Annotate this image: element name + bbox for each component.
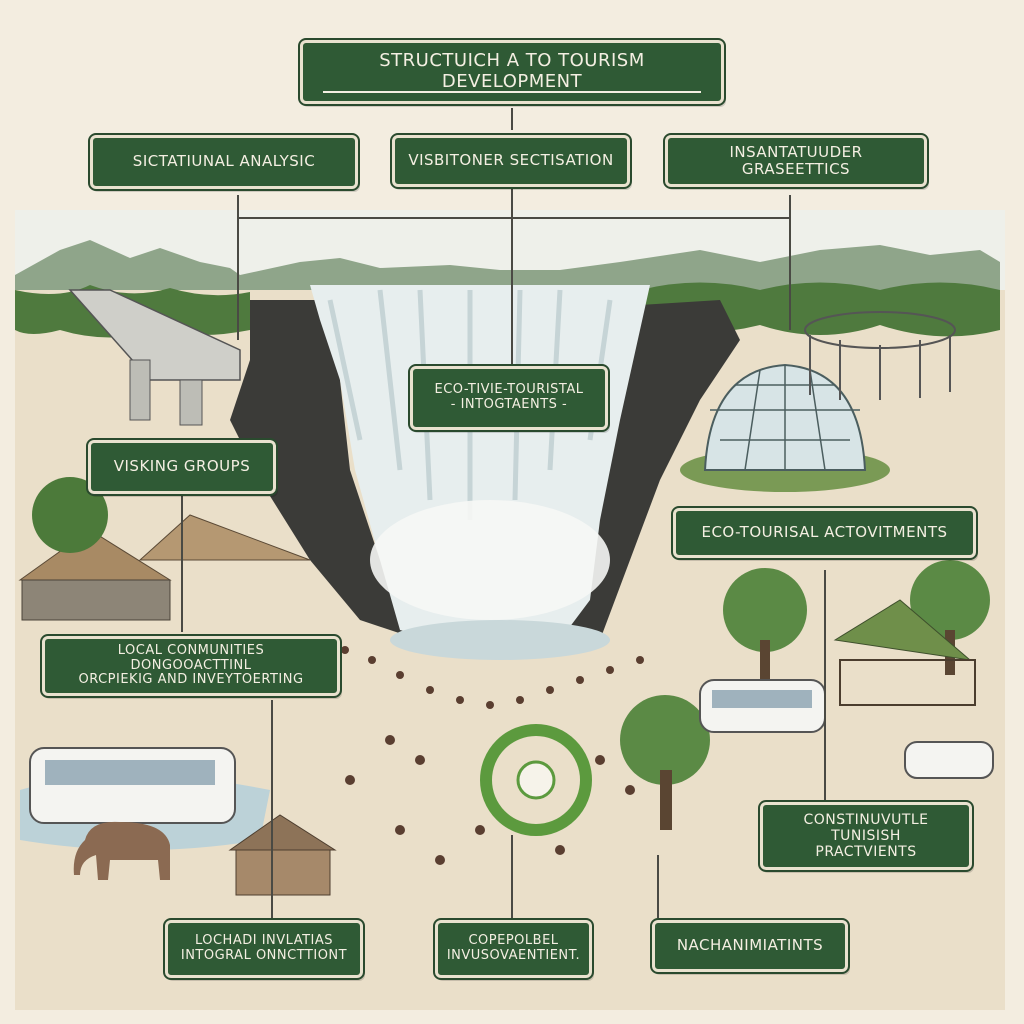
bus-left xyxy=(29,747,236,824)
plunge-pool xyxy=(390,620,610,660)
label-management: NACHANIMIATINTS xyxy=(650,918,850,974)
label-visiting-groups: VISKING GROUPS xyxy=(86,438,278,496)
mist xyxy=(370,500,610,620)
title-underline xyxy=(323,91,701,93)
car xyxy=(904,741,994,779)
shelter-roof xyxy=(833,599,972,661)
tree-canopy xyxy=(620,695,710,785)
bridge-pillar xyxy=(179,379,203,426)
tree-trunk xyxy=(760,640,770,680)
tree-canopy xyxy=(910,560,990,640)
label-infrastructure: INSANTATUUDER GRASEETTICS xyxy=(663,133,929,189)
distant-hills xyxy=(15,240,1000,300)
label-local-communities: LOCAL CONMUNITIES DONGOOACTTINL ORCPIEKI… xyxy=(40,634,342,698)
tree-canopy xyxy=(32,477,108,553)
diagram-title-text: STRUCTUICH A TO TOURISM DEVELOPMENT xyxy=(379,50,645,92)
label-situational-analysis: SICTATIUNAL ANALYSIC xyxy=(88,133,360,191)
label-eco-activities: ECO-TOURISAL ACTOVITMENTS xyxy=(671,506,978,560)
crowd xyxy=(316,636,644,865)
bus-window xyxy=(712,690,812,708)
dome-lattice xyxy=(710,365,860,471)
bridge-pillar xyxy=(129,359,151,421)
emblem-ring xyxy=(480,724,592,836)
hut-wall xyxy=(21,579,171,621)
elephant xyxy=(73,821,170,880)
label-local-habitats: LOCHADI INVLATIAS INTOGRAL ONNCTTIONT xyxy=(163,918,365,980)
bus-window xyxy=(45,760,215,785)
label-sustainable-practices: CONSTINUVUTLE TUNISISH PRACTVIENTS xyxy=(758,800,974,872)
emblem-center xyxy=(516,760,556,800)
shelter-deck xyxy=(839,659,976,706)
label-cooperative: COPEPOLBEL INVUSOVAENTIENT. xyxy=(433,918,594,980)
label-eco-integration: ECO-TIVIE-TOURISTAL - INTOGTAENTS - xyxy=(408,364,610,432)
connector-lines xyxy=(181,108,826,920)
tree-canopy xyxy=(723,568,807,652)
pavilion-posts xyxy=(809,335,951,400)
hut-bottom-wall xyxy=(235,849,331,896)
label-visitor-section: VISBITONER SECTISATION xyxy=(390,133,632,189)
tree-trunk xyxy=(660,770,672,830)
diagram-title: STRUCTUICH A TO TOURISM DEVELOPMENT xyxy=(298,38,726,106)
